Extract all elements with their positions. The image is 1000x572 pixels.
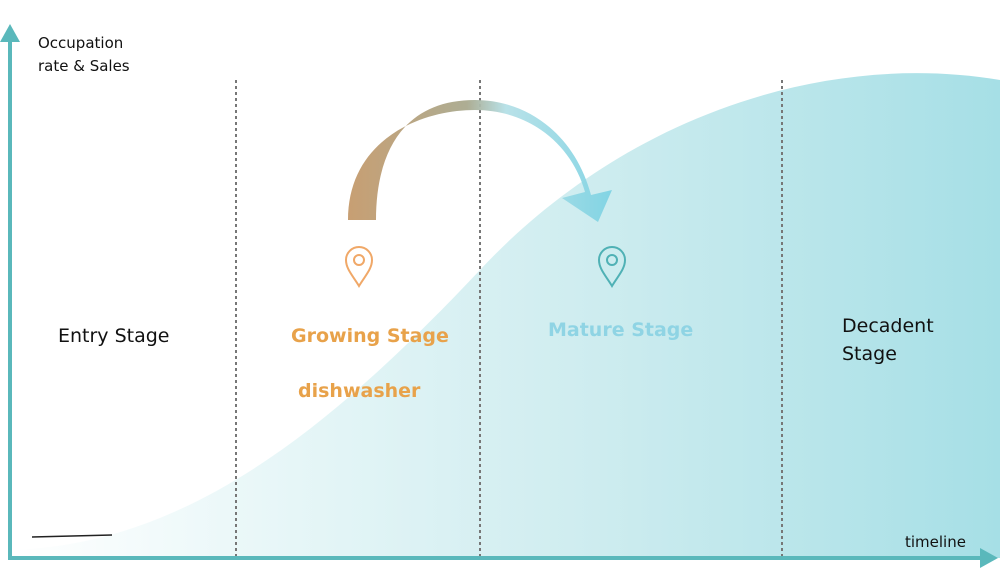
decadent-stage-label: Decadent Stage <box>842 312 934 368</box>
mature-stage-pin-icon <box>597 246 627 288</box>
y-axis-label-line2: rate & Sales <box>38 57 130 75</box>
y-axis-arrowhead <box>0 24 20 42</box>
decadent-stage-label-line2: Stage <box>842 343 897 365</box>
mature-stage-label: Mature Stage <box>548 319 694 341</box>
growing-stage-label: Growing Stage <box>291 325 449 347</box>
y-axis-label: Occupation rate & Sales <box>38 32 130 78</box>
entry-stage-label: Entry Stage <box>58 325 170 347</box>
x-axis-arrowhead <box>980 548 998 568</box>
curved-arrow-icon <box>348 100 612 222</box>
growing-stage-product: dishwasher <box>298 380 421 402</box>
growing-stage-pin-icon <box>344 246 374 288</box>
y-axis-label-line1: Occupation <box>38 34 124 52</box>
origin-mark <box>31 534 113 538</box>
lifecycle-curve-area <box>10 73 1000 558</box>
x-axis-label: timeline <box>905 533 966 551</box>
decadent-stage-label-line1: Decadent <box>842 315 934 337</box>
